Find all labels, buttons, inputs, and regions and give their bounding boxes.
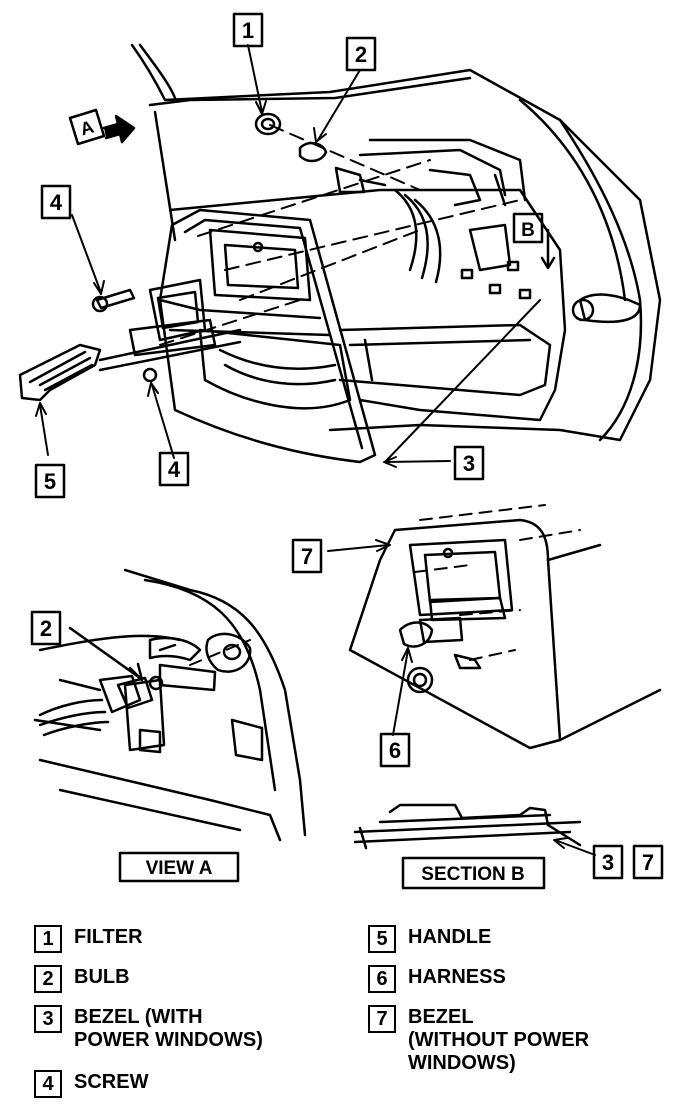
legend-label: HANDLE (408, 926, 492, 948)
callout-4-lower: 4 (168, 457, 181, 482)
callout-6: 6 (389, 738, 401, 763)
callout-4-upper: 4 (50, 190, 63, 215)
legend-item-bezel-with-power-windows: 3 BEZEL (WITH POWER WINDOWS) (34, 1005, 263, 1052)
legend-item-filter: 1 FILTER (34, 925, 143, 953)
callout-1: 1 (242, 18, 254, 43)
legend-number: 6 (368, 965, 396, 993)
callout-7-section: 7 (642, 850, 654, 875)
bulb-filter (254, 112, 387, 194)
callout-3: 3 (463, 451, 475, 476)
section-b-label-box (401, 856, 546, 890)
callout-5: 5 (44, 469, 56, 494)
leader-lines (35, 44, 541, 468)
legend-number: 1 (34, 925, 62, 953)
legend-number: 7 (368, 1005, 396, 1033)
legend-item-handle: 5 HANDLE (368, 925, 491, 953)
legend-label: SCREW (74, 1071, 149, 1093)
legend-label: BEZEL (WITHOUT POWER WINDOWS) (408, 1006, 590, 1074)
parts-legend: 1 FILTER 2 BULB 3 BEZEL (WITH POWER WIND… (0, 915, 688, 1115)
callout-a-marker: A (78, 117, 96, 140)
legend-number: 3 (34, 1005, 62, 1033)
view-a-label-box (118, 851, 240, 883)
legend-item-bezel-without-power-windows: 7 BEZEL (WITHOUT POWER WINDOWS) (368, 1005, 589, 1075)
callout-7: 7 (301, 544, 313, 569)
legend-number: 2 (34, 965, 62, 993)
legend-label: FILTER (74, 926, 143, 948)
callout-2-view-a: 2 (40, 616, 52, 641)
callout-boxes (30, 12, 664, 880)
legend-label: BEZEL (WITH POWER WINDOWS) (74, 1006, 263, 1051)
section-b-profile (353, 803, 582, 850)
legend-label: HARNESS (408, 966, 506, 988)
legend-number: 4 (34, 1070, 62, 1098)
view-a-marker (68, 108, 136, 146)
legend-item-bulb: 2 BULB (34, 965, 130, 993)
latch-assembly (98, 278, 242, 383)
callout-2: 2 (355, 42, 367, 67)
callout-b-marker: B (521, 220, 535, 241)
legend-item-harness: 6 HARNESS (368, 965, 506, 993)
view-a-label: VIEW A (146, 858, 213, 879)
legend-number: 5 (368, 925, 396, 953)
section-b-label: SECTION B (421, 864, 524, 885)
door-panel (130, 43, 662, 442)
legend-label: BULB (74, 966, 130, 988)
screw-upper (91, 288, 136, 313)
view-a-detail (33, 568, 307, 842)
legend-item-screw: 4 SCREW (34, 1070, 148, 1098)
handle (18, 343, 102, 402)
alignment-lines (159, 124, 521, 346)
callout-3-section: 3 (602, 850, 614, 875)
